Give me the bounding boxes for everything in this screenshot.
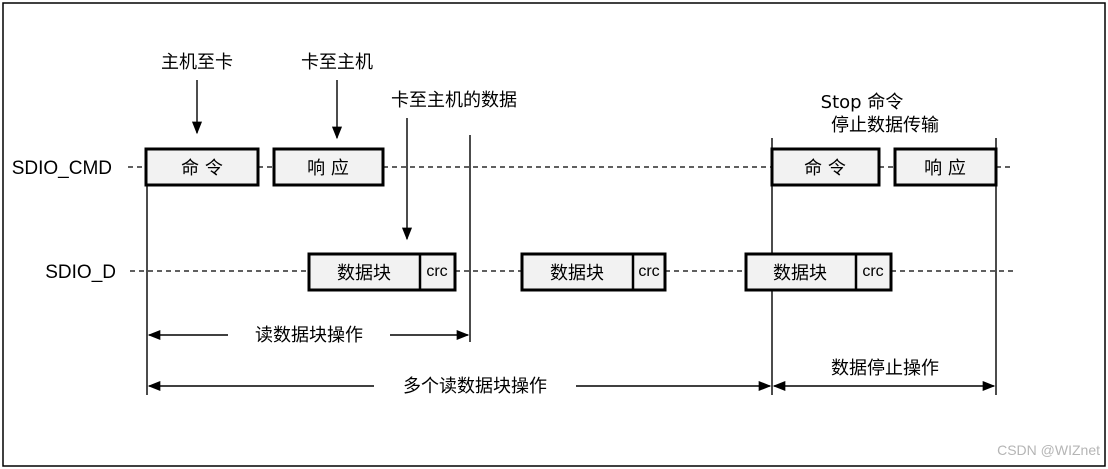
multi-read-span: 多个读数据块操作	[147, 376, 772, 397]
single-read-span: 读数据块操作	[147, 325, 470, 346]
resp-block-2: 响 应	[893, 147, 998, 187]
crc-3-label: crc	[862, 263, 883, 280]
card-to-host-label: 卡至主机	[301, 52, 373, 73]
data-block-1-label: 数据块	[337, 263, 391, 284]
host-to-card-label: 主机至卡	[161, 52, 233, 73]
data-block-3: 数据块 crc	[744, 252, 893, 292]
resp-block-1-label: 响 应	[307, 158, 349, 179]
data-block-2: 数据块 crc	[520, 252, 667, 292]
data-block-3-label: 数据块	[773, 263, 827, 284]
signal-cmd-label: SDIO_CMD	[12, 158, 112, 179]
multi-read-label: 多个读数据块操作	[403, 376, 547, 397]
watermark: CSDN @WIZnet	[997, 442, 1100, 458]
cmd-block-1-label: 命 令	[181, 158, 223, 179]
resp-block-2-label: 响 应	[924, 158, 966, 179]
single-read-label: 读数据块操作	[255, 325, 363, 346]
signal-data-label: SDIO_D	[45, 262, 116, 283]
cmd-block-2-label: 命 令	[804, 158, 846, 179]
stop-transfer-label: 停止数据传输	[831, 115, 939, 136]
crc-2-label: crc	[638, 263, 659, 280]
data-block-1: 数据块 crc	[307, 252, 457, 292]
card-to-host-data-label: 卡至主机的数据	[391, 90, 517, 111]
cmd-block-2: 命 令	[770, 147, 881, 187]
crc-1-label: crc	[426, 263, 447, 280]
cmd-block-1: 命 令	[144, 147, 260, 187]
data-block-2-label: 数据块	[550, 263, 604, 284]
stop-op-label: 数据停止操作	[831, 358, 939, 379]
stop-op-span: 数据停止操作	[772, 358, 996, 392]
resp-block-1: 响 应	[272, 147, 385, 187]
stop-cmd-label: Stop 命令	[821, 92, 904, 113]
